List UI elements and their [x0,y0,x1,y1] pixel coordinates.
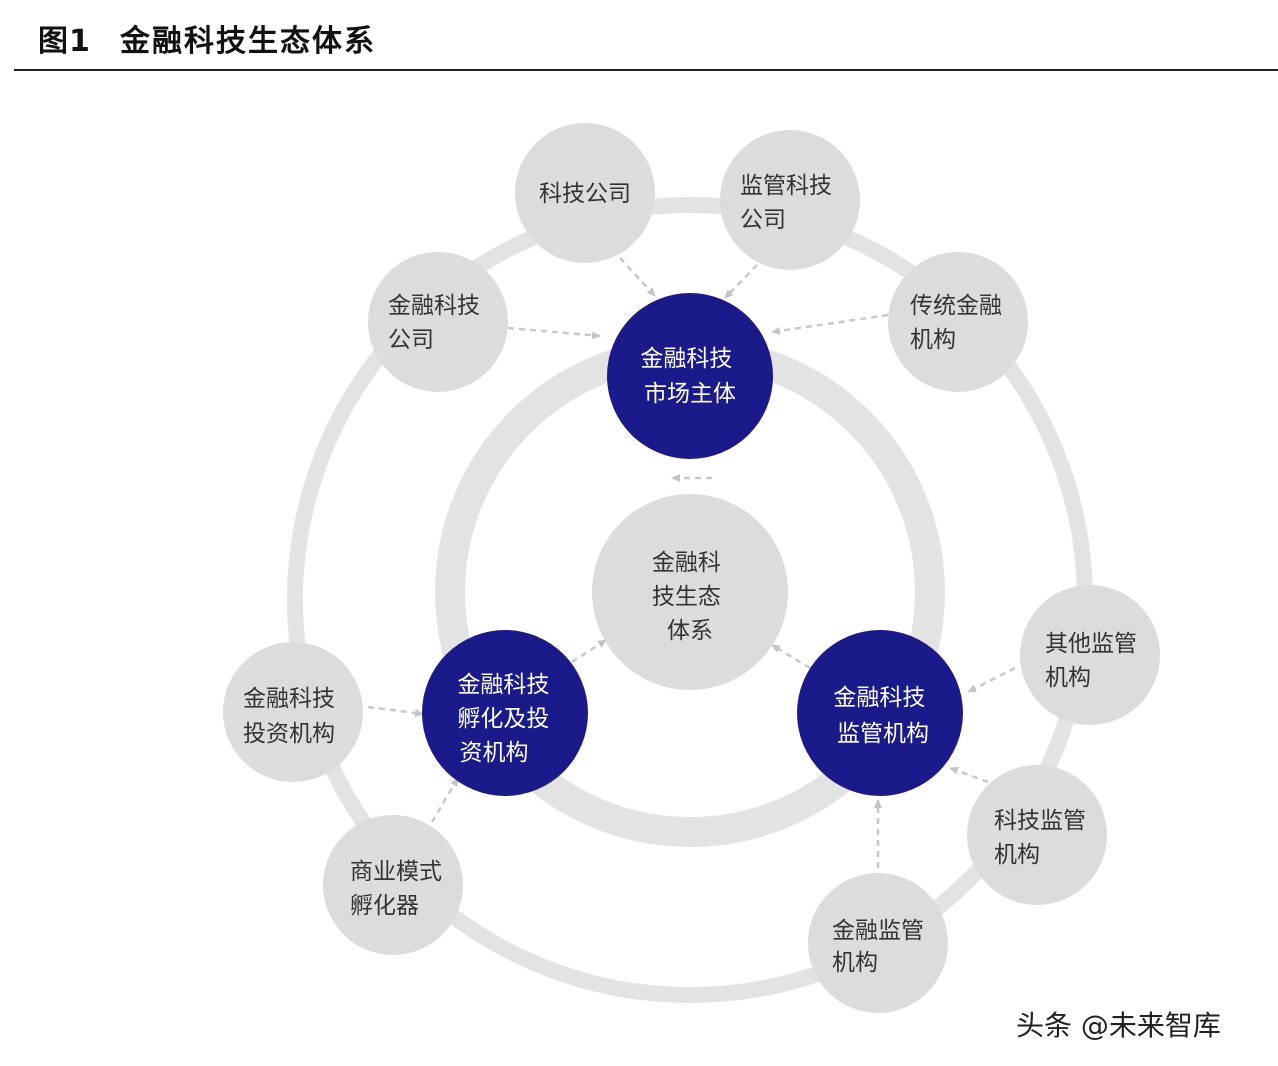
node-line: 机构 [994,842,1040,868]
outer-node-regtech-company: 监管科技 公司 [720,130,860,270]
outer-node-fintech-company: 金融科技 公司 [368,252,508,392]
svg-text:科技公司: 科技公司 [539,181,631,207]
outer-node-finance-regulators: 金融监管 机构 [808,873,948,1013]
arrow-techreg-to-regulation [949,766,989,784]
source-watermark: 头条 @未来智库 [1016,1009,1221,1042]
svg-text:金融科技 监管机构: 金融科技 监管机构 [833,685,932,747]
core-node-incubation: 金融科技 孵化及投 资机构 [422,630,588,796]
core-node-market: 金融科技 市场主体 [607,293,773,459]
svg-text:金融科技 市场主体: 金融科技 市场主体 [640,346,739,407]
node-line: 商业模式 [350,859,442,885]
connector-arrows [367,257,1016,868]
node-line: 金融科技 [388,293,480,319]
svg-text:金融科技 投资机构: 金融科技 投资机构 [243,686,342,747]
svg-text:科技监管 机构: 科技监管 机构 [994,808,1093,868]
arrow-incubation-to-center [571,638,607,664]
arrow-regulation-to-center [771,643,811,670]
arrow-fintech-company-to-market [507,326,601,340]
node-line: 公司 [740,207,786,233]
outer-node-business-incubator: 商业模式 孵化器 [323,815,463,955]
node-line: 机构 [832,950,878,976]
node-line: 孵化及投 [457,706,549,732]
arrow-tech-company-to-market [619,257,656,297]
svg-text:金融监管 机构: 金融监管 机构 [832,918,931,976]
node-line: 监管科技 [740,173,832,199]
node-line: 传统金融 [910,293,1002,319]
node-line: 资机构 [460,740,529,766]
outer-node-investment: 金融科技 投资机构 [223,642,363,782]
arrow-regtech-to-market [724,264,758,299]
figure-title: 金融科技生态体系 [120,24,376,59]
center-line: 技生态 [652,584,721,610]
node-line: 其他监管 [1045,631,1137,657]
outer-node-tech-company: 科技公司 [515,123,655,263]
node-line: 公司 [388,327,434,353]
outer-node-tech-regulators: 科技监管 机构 [967,765,1107,905]
node-line: 金融科技 [640,346,732,372]
node-line: 金融监管 [832,918,924,944]
svg-text:监管科技 公司: 监管科技 公司 [740,173,839,233]
svg-text:其他监管 机构: 其他监管 机构 [1045,631,1144,691]
node-line: 监管机构 [837,721,929,747]
arrow-incubator-to-incubation [430,777,460,823]
core-node-regulation: 金融科技 监管机构 [797,630,963,796]
svg-text:传统金融 机构: 传统金融 机构 [910,293,1009,353]
node-line: 金融科技 [457,672,549,698]
node-line: 科技公司 [539,181,631,207]
node-line: 机构 [910,327,956,353]
svg-text:商业模式 孵化器: 商业模式 孵化器 [350,859,449,919]
svg-text:金融科技 孵化及投 资机构: 金融科技 孵化及投 资机构 [457,672,556,766]
node-line: 金融科技 [833,685,925,711]
node-line: 科技监管 [994,808,1086,834]
outer-node-traditional-finance: 传统金融 机构 [888,252,1028,392]
header-divider [14,69,1278,71]
figure-label: 图1 [38,24,91,59]
center-node: 金融科 技生态 体系 [592,494,788,690]
outer-node-other-regulators: 其他监管 机构 [1020,585,1160,725]
svg-text:金融科技 公司: 金融科技 公司 [388,293,487,353]
figure-header: 图1 金融科技生态体系 [0,0,1278,72]
arrow-other-to-regulation [967,666,1016,694]
node-line: 孵化器 [350,893,419,919]
node-line: 机构 [1045,665,1091,691]
arrow-investment-to-incubation [367,705,424,717]
node-line: 金融科技 [243,686,335,712]
arrow-traditional-to-market [771,313,889,335]
node-line: 投资机构 [243,721,335,747]
svg-text:金融科 技生态 体系: 金融科 技生态 体系 [652,550,728,644]
center-line: 金融科 [652,550,721,576]
center-line: 体系 [667,618,713,644]
node-line: 市场主体 [644,381,736,407]
